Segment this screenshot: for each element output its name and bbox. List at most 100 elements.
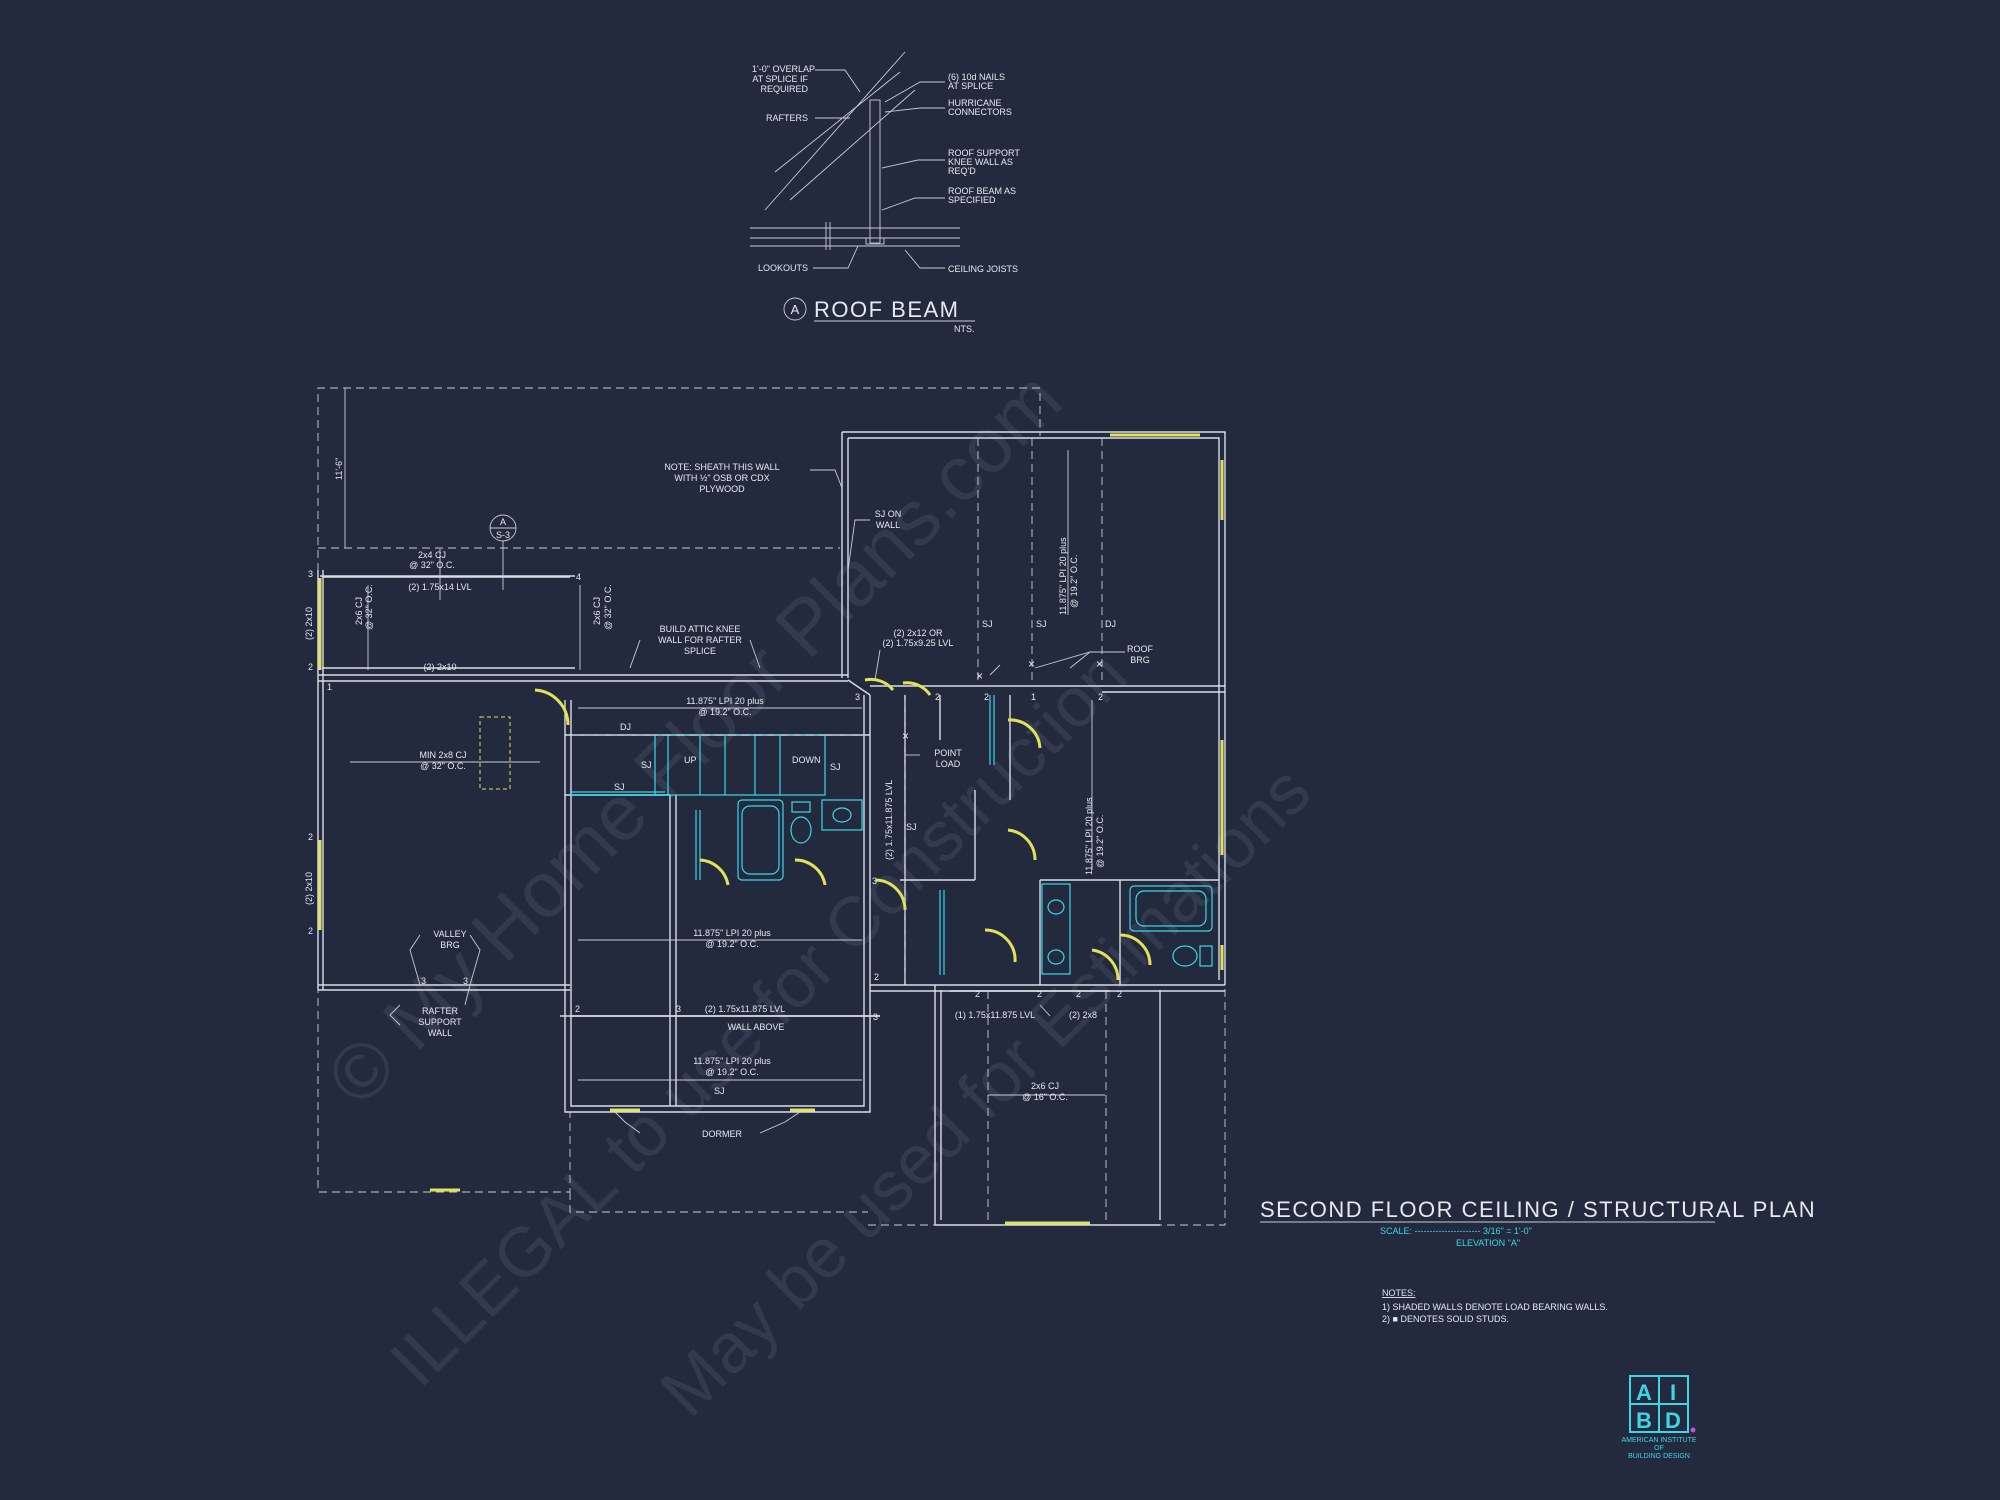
- joist-label: @ 19.2" O.C.: [705, 939, 758, 949]
- beam-label: (2) 2x12 OR: [893, 628, 943, 638]
- plan-label: BUILD ATTIC KNEE: [660, 624, 741, 634]
- plan-label: @ 32" O.C.: [364, 584, 374, 630]
- joist-label: SJ: [982, 619, 993, 629]
- detail-marker: A: [791, 302, 800, 317]
- beam-label: (2) 2x8: [1069, 1010, 1097, 1020]
- aibd-logo: A I B D AMERICAN INSTITUTE OF BUILDING D…: [1621, 1375, 1697, 1460]
- bearing-number: 3: [872, 876, 877, 886]
- detail-label: 1'-0" OVERLAP: [752, 64, 815, 74]
- detail-label: CONNECTORS: [948, 107, 1012, 117]
- point-load-marker: ×: [1028, 657, 1035, 671]
- plan-label: WALL FOR RAFTER: [658, 635, 742, 645]
- plan-label: SUPPORT: [418, 1017, 462, 1027]
- joist-label: 11.875" LPI 20 plus: [693, 928, 771, 938]
- bearing-number: 2: [935, 692, 940, 702]
- beam-label: WALL ABOVE: [728, 1022, 785, 1032]
- beam-label: (2) 2x10: [304, 607, 314, 640]
- logo-letter: B: [1636, 1408, 1652, 1433]
- bearing-number: 3: [873, 1012, 878, 1022]
- detail-label: AT SPLICE IF: [752, 74, 808, 84]
- detail-label: LOOKOUTS: [758, 263, 808, 273]
- bearing-number: 2: [1117, 989, 1122, 999]
- beam-label: (2) 1.75x14 LVL: [408, 582, 471, 592]
- plan-label: @ 32" O.C.: [409, 560, 455, 570]
- joist-label: SJ: [641, 760, 652, 770]
- detail-label: KNEE WALL AS: [948, 157, 1013, 167]
- logo-text: AMERICAN INSTITUTE: [1621, 1437, 1696, 1444]
- dimension-label: 11'-6": [334, 458, 344, 480]
- plan-label: 2x6 CJ: [354, 597, 364, 625]
- attic-access: [479, 716, 511, 790]
- stair-label: DOWN: [792, 755, 821, 765]
- plan-label: SJ ON: [875, 509, 902, 519]
- note-item: 1) SHADED WALLS DENOTE LOAD BEARING WALL…: [1382, 1302, 1608, 1312]
- joist-label: 11.875" LPI 20 plus: [1058, 537, 1068, 615]
- toilet-icon: [1172, 945, 1198, 967]
- detail-label: SPECIFIED: [948, 195, 996, 205]
- logo-text: OF: [1654, 1445, 1664, 1452]
- logo-text: BUILDING DESIGN: [1628, 1453, 1690, 1460]
- plan-label: 2x6 CJ: [1031, 1081, 1059, 1091]
- joist-label: DJ: [620, 722, 631, 732]
- bearing-number: 3: [463, 976, 468, 986]
- roof-beam-detail: 1'-0" OVERLAP AT SPLICE IF REQUIRED RAFT…: [750, 51, 1020, 334]
- detail-label: ROOF SUPPORT: [948, 148, 1020, 158]
- vanity-icon: [1041, 883, 1071, 975]
- plan-title: SECOND FLOOR CEILING / STRUCTURAL PLAN: [1260, 1197, 1816, 1222]
- joist-label: SJ: [614, 782, 625, 792]
- joist-label: @ 19.2" O.C.: [1095, 815, 1105, 868]
- note-item: 2) ■ DENOTES SOLID STUDS.: [1382, 1314, 1509, 1324]
- beam-label: (2) 1.75x11.875 LVL: [705, 1004, 785, 1014]
- watermark: © My Home Floor Plans.com ILLEGAL to use…: [310, 354, 1325, 1431]
- joist-label: @ 19.2" O.C.: [705, 1067, 758, 1077]
- point-load-marker: ×: [1096, 657, 1103, 671]
- bathtub-icon: [737, 799, 784, 881]
- plan-label: ROOF: [1127, 644, 1154, 654]
- door-swing: [534, 688, 570, 726]
- plan-label: BRG: [1130, 655, 1150, 665]
- bearing-number: 2: [1076, 989, 1081, 999]
- bearing-number: 2: [308, 662, 313, 672]
- bearing-number: 3: [855, 692, 860, 702]
- detail-label: HURRICANE: [948, 98, 1002, 108]
- plan-label: RAFTER: [422, 1006, 459, 1016]
- detail-title: ROOF BEAM: [814, 297, 960, 322]
- joist-label: SJ: [714, 1086, 725, 1096]
- detail-label: CEILING JOISTS: [948, 264, 1018, 274]
- bearing-number: 2: [308, 926, 313, 936]
- bearing-number: 3: [308, 569, 313, 579]
- detail-label: REQUIRED: [760, 84, 808, 94]
- plan-label: DORMER: [702, 1129, 742, 1139]
- plan-label: @ 32" O.C.: [603, 584, 613, 630]
- bearing-number: 1: [327, 682, 332, 692]
- toilet-icon: [790, 816, 812, 844]
- note-label: PLYWOOD: [699, 484, 745, 494]
- bearing-number: 2: [308, 832, 313, 842]
- joist-label: 11.875" LPI 20 plus: [686, 696, 764, 706]
- joist-label: SJ: [1036, 619, 1047, 629]
- plan-label: MIN 2x8 CJ: [419, 750, 466, 760]
- bearing-number: 2: [984, 692, 989, 702]
- joist-label: 11.875" LPI 20 plus: [693, 1056, 771, 1066]
- section-marker-bottom: S-3: [496, 530, 510, 540]
- notes: NOTES: 1) SHADED WALLS DENOTE LOAD BEARI…: [1382, 1288, 1608, 1324]
- plan-label: VALLEY: [433, 929, 466, 939]
- plan-label: BRG: [440, 940, 460, 950]
- joist-label: SJ: [906, 822, 917, 832]
- detail-label: ROOF BEAM AS: [948, 186, 1016, 196]
- joist-label: 11.875" LPI 20 plus: [1084, 797, 1094, 875]
- beam-label: (2) 1.75x9.25 LVL: [883, 638, 954, 648]
- note-label: WITH ½" OSB OR CDX: [674, 473, 769, 483]
- plan-label: 2x4 CJ: [418, 550, 446, 560]
- bearing-number: 3: [421, 976, 426, 986]
- joist-label: SJ: [830, 762, 841, 772]
- bearing-number: 1: [1031, 692, 1036, 702]
- detail-marker-circle: [783, 297, 807, 321]
- sink-icon: [821, 799, 863, 831]
- plan-scale: SCALE: ---------------------- 3/16" = 1'…: [1380, 1226, 1532, 1236]
- detail-scale: NTS.: [954, 324, 975, 334]
- logo-letter: I: [1670, 1380, 1676, 1405]
- section-marker-top: A: [500, 517, 506, 527]
- notes-heading: NOTES:: [1382, 1288, 1416, 1298]
